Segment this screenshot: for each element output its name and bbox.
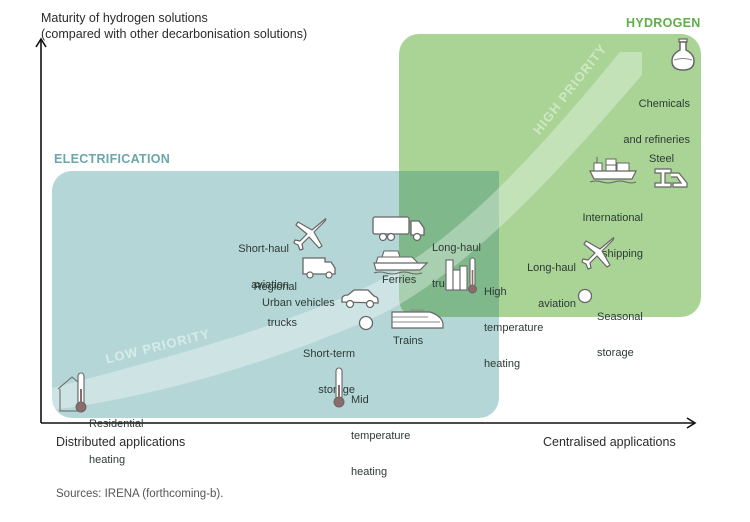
label-line: Regional (253, 281, 297, 293)
ferry-icon (373, 250, 429, 275)
label-line: heating (484, 358, 521, 370)
label-mid-temperature-heating: Mid temperature heating (351, 370, 410, 502)
y-axis-title-line2: (compared with other decarbonisation sol… (41, 27, 308, 41)
label-line: Chemicals (638, 98, 690, 110)
airplane-icon (293, 218, 327, 251)
label-line: Short-haul (238, 243, 289, 255)
label-high-temperature-heating: High temperature heating (484, 262, 543, 394)
y-axis-arrowhead (35, 37, 47, 48)
label-line: Long-haul (527, 262, 576, 274)
x-axis-arrowhead (686, 417, 697, 429)
flask-icon (671, 38, 695, 71)
factory-thermometer-icon (445, 257, 477, 294)
label-line: heating (89, 454, 126, 466)
circle-icon (577, 288, 593, 304)
label-line: Residential (89, 418, 144, 430)
hydrogen-title: HYDROGEN (626, 16, 701, 30)
label-residential-heating: Residential heating (89, 394, 143, 490)
label-regional-trucks: Regional trucks (240, 257, 297, 353)
label-line: temperature (351, 430, 411, 442)
label-line: Short-term (303, 348, 355, 360)
x-axis-right-label: Centralised applications (543, 435, 676, 449)
priority-arrow-band (52, 52, 642, 410)
label-longhaul-aviation: Long-haul aviation (510, 238, 576, 334)
truck-icon (372, 216, 425, 242)
label-seasonal-storage: Seasonal storage (597, 287, 643, 383)
house-thermometer-icon (57, 372, 87, 413)
steel-beam-icon (654, 168, 688, 188)
label-line: storage (597, 347, 634, 359)
label-shorthaul-aviation: Short-haul aviation (225, 219, 289, 315)
circle-icon (358, 315, 374, 331)
label-line: Long-haul (432, 242, 481, 254)
label-line: trucks (267, 317, 297, 329)
label-chemicals: Chemicals and refineries (620, 74, 690, 170)
container-ship-icon (589, 157, 637, 184)
y-axis-title-line1: Maturity of hydrogen solutions (41, 11, 208, 25)
label-trains: Trains (393, 335, 424, 347)
x-axis-left-label: Distributed applications (56, 435, 186, 449)
label-urban-vehicles: Urban vehicles (262, 297, 335, 309)
label-steel: Steel (649, 153, 675, 165)
label-ferries: Ferries (382, 274, 417, 286)
label-international-shipping: International shipping (565, 188, 643, 284)
label-line: temperature (484, 322, 544, 334)
car-icon (341, 289, 379, 309)
label-line: heating (351, 466, 388, 478)
label-line: and refineries (623, 134, 690, 146)
label-line: aviation (251, 279, 289, 291)
airplane-icon (581, 237, 615, 270)
electrification-title: ELECTRIFICATION (54, 152, 171, 166)
label-line: shipping (602, 248, 643, 260)
label-line: International (582, 212, 643, 224)
train-icon (391, 309, 444, 329)
thermometer-icon (333, 367, 345, 408)
label-line: aviation (538, 298, 576, 310)
label-line: Mid (351, 394, 369, 406)
label-line: Seasonal (597, 311, 643, 323)
label-line: High (484, 286, 507, 298)
van-icon (302, 257, 336, 279)
source-note: Sources: IRENA (forthcoming-b). (56, 488, 224, 500)
